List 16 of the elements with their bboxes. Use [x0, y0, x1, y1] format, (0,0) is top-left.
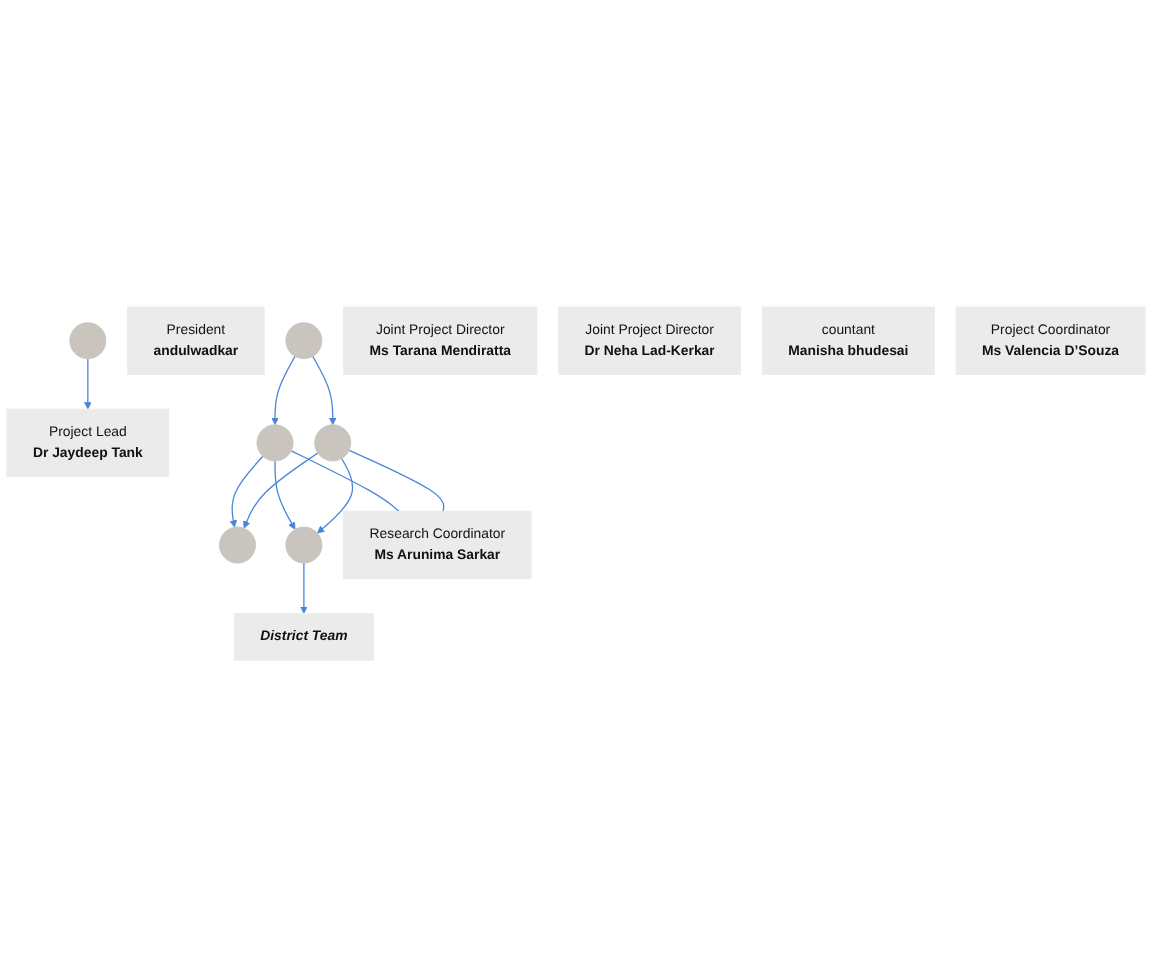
- arrow: [84, 358, 92, 410]
- connector: [348, 450, 445, 513]
- arrow: [274, 460, 296, 531]
- connector: [290, 450, 400, 513]
- node-circle: [314, 424, 352, 462]
- node-circle: [219, 527, 256, 564]
- node-circle: [285, 322, 323, 360]
- arrow: [271, 356, 296, 426]
- node-circle: [285, 527, 323, 564]
- arrow: [229, 456, 264, 528]
- arrow: [312, 356, 337, 426]
- node-circle: [256, 424, 294, 462]
- arrow: [317, 458, 354, 534]
- arrow: [300, 562, 308, 615]
- arrow: [243, 452, 319, 530]
- node-circle: [69, 322, 107, 360]
